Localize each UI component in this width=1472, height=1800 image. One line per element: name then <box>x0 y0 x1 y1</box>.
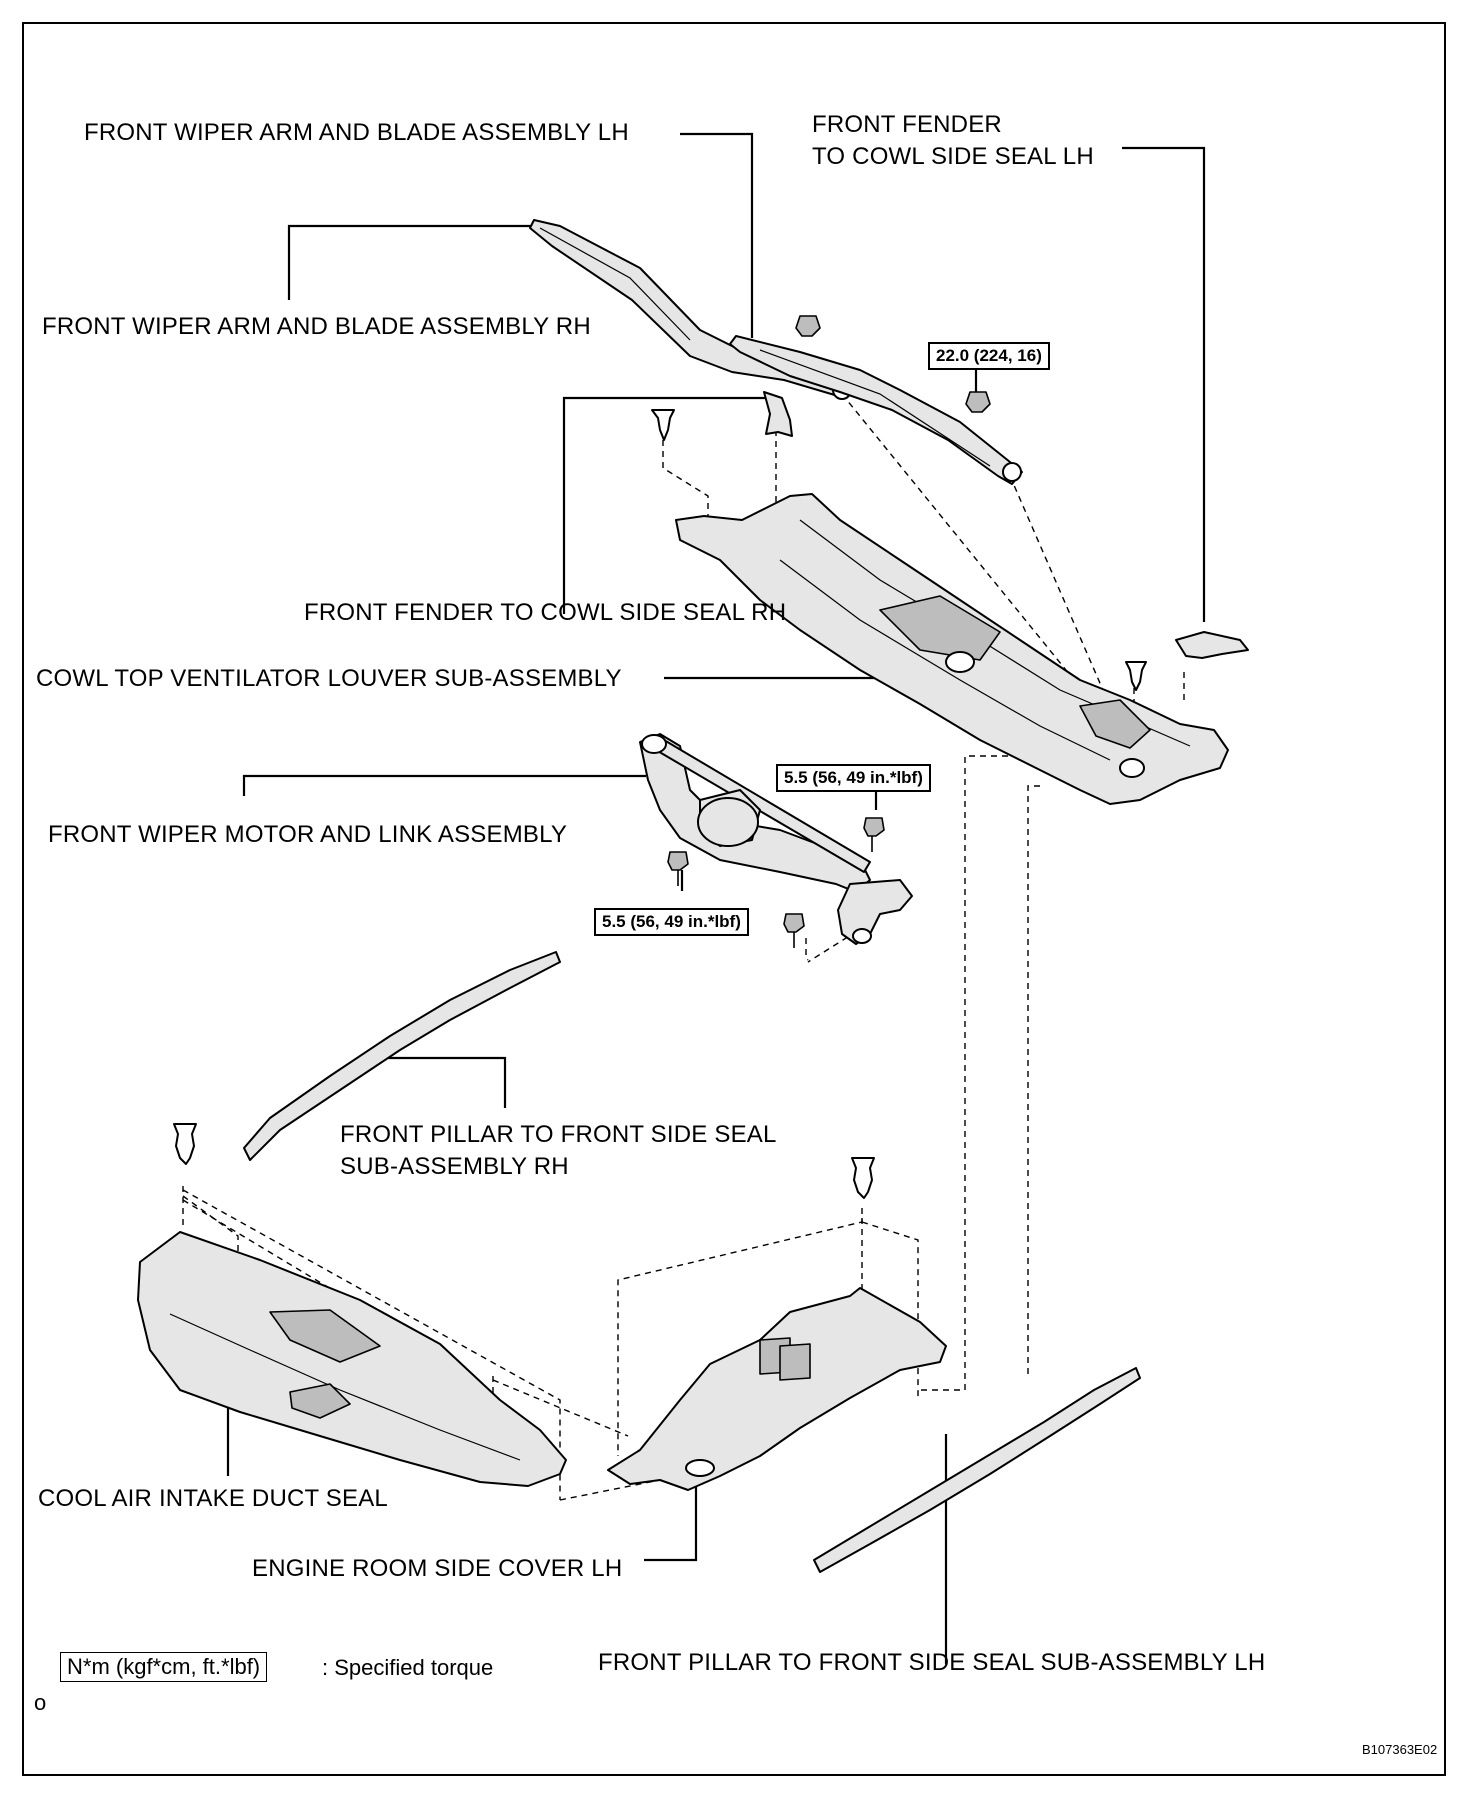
label-fender-seal-rh: FRONT FENDER TO COWL SIDE SEAL RH <box>304 599 787 626</box>
label-wiper-arm-rh: FRONT WIPER ARM AND BLADE ASSEMBLY RH <box>42 313 591 340</box>
engine-cover-lh-shape <box>607 1287 947 1491</box>
legend-description: : Specified torque <box>322 1655 494 1680</box>
cowl-louver-shape <box>675 493 1229 805</box>
torque-motor-bolt-upper: 5.5 (56, 49 in.*lbf) <box>776 764 931 792</box>
label-wiper-arm-lh: FRONT WIPER ARM AND BLADE ASSEMBLY LH <box>84 119 629 146</box>
fender-seal-lh-shape <box>1175 631 1249 659</box>
label-fender-seal-lh-line1: FRONT FENDER <box>812 111 1002 138</box>
label-pillar-seal-rh-line2: SUB-ASSEMBLY RH <box>340 1153 569 1180</box>
diagram-frame <box>22 22 1446 1776</box>
wiper-nuts <box>795 315 991 413</box>
label-cool-air-seal: COOL AIR INTAKE DUCT SEAL <box>38 1485 388 1512</box>
motor-bolts <box>667 817 885 948</box>
figure-code: B107363E02 <box>1362 1742 1438 1757</box>
torque-motor-bolt-lower: 5.5 (56, 49 in.*lbf) <box>594 908 749 936</box>
fender-seal-rh-shape <box>763 391 793 437</box>
wiper-arm-lh-shape <box>729 335 1023 485</box>
label-fender-seal-lh-line2: TO COWL SIDE SEAL LH <box>812 143 1094 170</box>
cowl-clips <box>651 409 1147 691</box>
legend-unit-box: N*m (kgf*cm, ft.*lbf) <box>60 1652 268 1682</box>
cool-air-seal-shape <box>137 1231 567 1487</box>
pillar-seal-lh-shape <box>813 1367 1141 1573</box>
pillar-seal-rh-shape <box>243 951 561 1161</box>
torque-wiper-nut: 22.0 (224, 16) <box>928 342 1050 370</box>
wiper-motor-shape <box>639 733 913 945</box>
label-pillar-seal-lh: FRONT PILLAR TO FRONT SIDE SEAL SUB-ASSE… <box>598 1649 1266 1676</box>
label-engine-cover-lh: ENGINE ROOM SIDE COVER LH <box>252 1555 623 1582</box>
label-wiper-motor: FRONT WIPER MOTOR AND LINK ASSEMBLY <box>48 821 568 848</box>
marker-o: o <box>34 1690 47 1715</box>
label-cowl-louver: COWL TOP VENTILATOR LOUVER SUB-ASSEMBLY <box>36 665 622 692</box>
lower-clips <box>173 1123 875 1199</box>
label-pillar-seal-rh-line1: FRONT PILLAR TO FRONT SIDE SEAL <box>340 1121 777 1148</box>
